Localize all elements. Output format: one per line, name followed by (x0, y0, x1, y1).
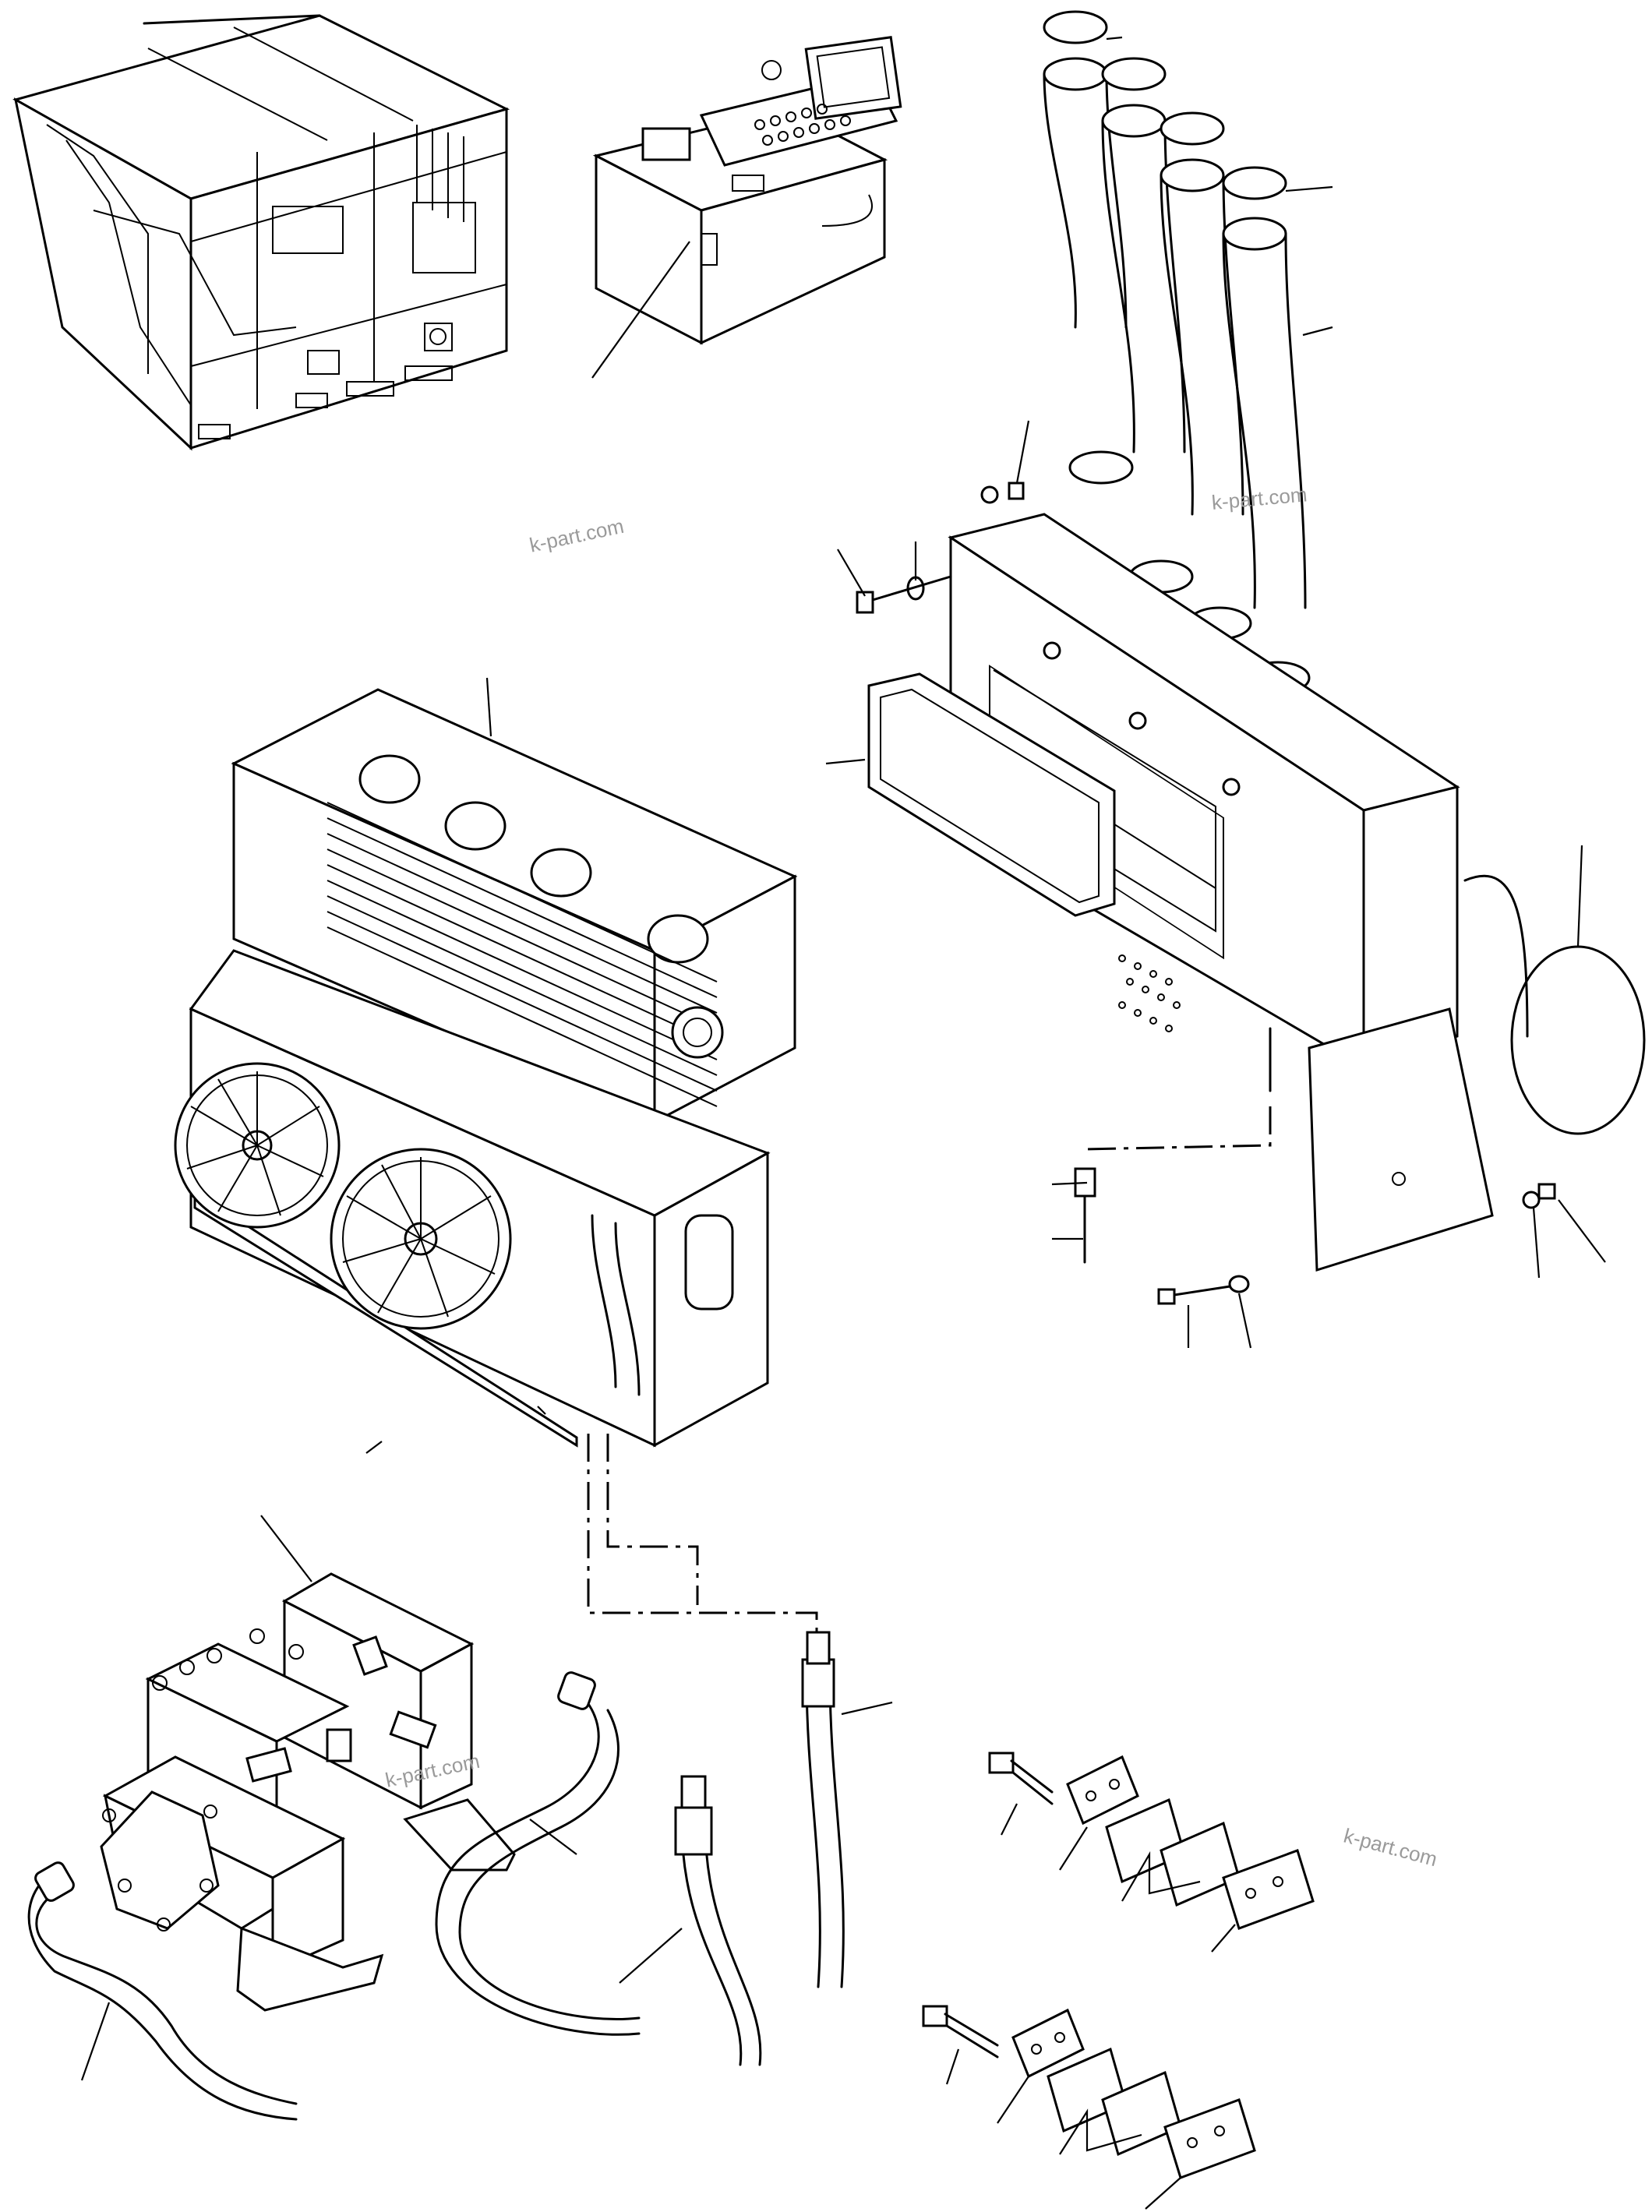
routing-line-2 (587, 1434, 818, 1644)
hose-middle (435, 1697, 641, 2036)
ac-compressor (100, 1515, 516, 2012)
console-buttons (754, 104, 851, 146)
air-duct-pipes (1043, 10, 1333, 695)
receiver-drums (358, 754, 709, 964)
pipe-clamp-set-2 (922, 2005, 1256, 2210)
cooling-fan-right (330, 1148, 512, 1330)
hose-left (35, 1892, 298, 2105)
bolt-and-washer-set (856, 482, 1556, 1305)
hose-vertical (680, 1822, 743, 2066)
perforated-panel (1118, 954, 1181, 1032)
condenser-unit (174, 677, 798, 1454)
routing-line-1 (606, 1434, 699, 1605)
pipe-clamp-set-1 (988, 1752, 1315, 1953)
cab-assembly (12, 14, 510, 451)
duct-pipe-1 (1043, 10, 1134, 485)
compressor-bolts (102, 1628, 304, 1932)
condenser-coil (327, 802, 718, 1107)
cooling-fan-left (174, 1062, 341, 1229)
hose-right (805, 1674, 821, 1988)
heater-box-assembly (825, 420, 1646, 1349)
duct-pipe-3 (1160, 111, 1252, 640)
control-console (592, 36, 902, 345)
refrigerant-hoses (27, 1631, 893, 2121)
